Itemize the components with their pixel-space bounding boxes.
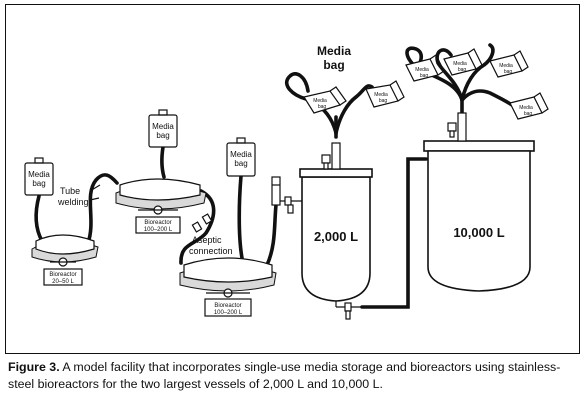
media-bag-3-label-line2: bag (234, 159, 247, 168)
bioreactor-1: Bioreactor 20–50 L (31, 234, 99, 286)
bioreactor-1-label-line2: 20–50 L (52, 279, 74, 285)
pillow-bag-2000L-right-line2: bag (379, 98, 388, 104)
tube-bag3-to-bioreactor3 (237, 174, 244, 260)
pillow-bag-2000L-left-line2: bag (318, 104, 327, 110)
pillow-bag-10000L-a-line1: Media (415, 67, 429, 73)
tube-bag2-to-bioreactor2 (160, 145, 166, 179)
pillow-bag-10000L-d-line1: Media (519, 105, 533, 111)
tube-welding-marker: Tube welding (57, 184, 101, 207)
tube-bag1-to-bioreactor1 (34, 194, 44, 243)
pillow-bag-10000L-a-line2: bag (420, 73, 429, 79)
pillow-bag-10000L-b: Media bag (443, 48, 483, 76)
vessel-10000L: 10,000 L (423, 112, 535, 292)
vessel-2000L-label: 2,000 L (314, 229, 358, 244)
tube-2000L-media-bag-right (334, 84, 374, 135)
media-bag-2-label-line1: Media (152, 122, 174, 131)
vessel-2000L: 2,000 L (299, 142, 373, 320)
media-bag-1: Media bag (24, 157, 54, 196)
tube-2000L-to-10000L (360, 157, 428, 309)
pillow-bag-10000L-b-line2: bag (458, 67, 467, 73)
tube-bioreactor1-to-bioreactor2 (86, 173, 119, 245)
pillow-bag-10000L-c-line2: bag (504, 69, 513, 75)
aseptic-label-line2: connection (189, 246, 233, 256)
media-bag-3-label-line1: Media (230, 150, 252, 159)
bioreactor-2-label-line2: 100–200 L (144, 227, 173, 233)
bioreactor-2: Bioreactor 100–200 L (115, 178, 207, 234)
figure-label: Figure 3. (8, 360, 60, 374)
tube-10000L-bag-b (435, 48, 464, 102)
pillow-bag-10000L-c: Media bag (489, 50, 529, 78)
media-bag-1-label-line1: Media (28, 170, 50, 179)
tube-welding-label-line1: Tube (60, 186, 80, 196)
tube-10000L-bag-c (460, 43, 495, 102)
pillow-bag-2000L-left: Media bag (303, 86, 347, 114)
media-bag-2-label-line2: bag (156, 131, 169, 140)
inlet-filter-2000L (271, 176, 302, 214)
pillow-bag-2000L-left-line1: Media (313, 98, 327, 104)
figure-caption-text: A model facility that incorporates singl… (8, 360, 561, 391)
tube-10000L-bag-a (405, 46, 464, 102)
pillow-bag-10000L-d: Media bag (509, 92, 549, 120)
tube-10000L-bag-d (460, 89, 514, 107)
tubing (34, 43, 514, 309)
diagram-frame: Media bag Media bag Media bag Tube weldi… (5, 4, 580, 354)
bioreactor-3-label-line2: 100–200 L (214, 310, 243, 316)
media-bag-3: Media bag (226, 137, 256, 177)
bioreactor-1-label-line1: Bioreactor (49, 272, 76, 278)
bioreactor-3: Bioreactor 100–200 L (179, 257, 277, 317)
bioreactor-2-label-line1: Bioreactor (144, 220, 171, 226)
aseptic-label-line1: Aseptic (192, 235, 222, 245)
pillow-bag-10000L-d-line2: bag (524, 111, 533, 117)
pillow-bag-10000L-b-line1: Media (453, 61, 467, 67)
pillow-bag-2000L-right: Media bag (365, 80, 405, 108)
tube-welding-label-line2: welding (57, 197, 89, 207)
vessel-10000L-label: 10,000 L (453, 225, 504, 240)
pillow-bag-2000L-right-line1: Media (374, 92, 388, 98)
media-bag-heading-line1: Media (317, 44, 351, 58)
media-bag-2: Media bag (148, 109, 178, 148)
tube-bioreactor3-to-2000L (265, 203, 278, 267)
media-bag-1-label-line2: bag (32, 179, 45, 188)
bioreactor-3-label-line1: Bioreactor (214, 303, 241, 309)
tube-bioreactor2-to-bioreactor3 (179, 189, 216, 265)
aseptic-connection-marker: Aseptic connection (189, 213, 233, 256)
media-bag-heading-line2: bag (323, 58, 344, 72)
pillow-bag-10000L-c-line1: Media (499, 63, 513, 69)
facility-diagram: Media bag Media bag Media bag Tube weldi… (24, 43, 549, 320)
pillow-bag-10000L-a: Media bag (405, 54, 445, 82)
figure-caption: Figure 3. A model facility that incorpor… (8, 359, 580, 393)
